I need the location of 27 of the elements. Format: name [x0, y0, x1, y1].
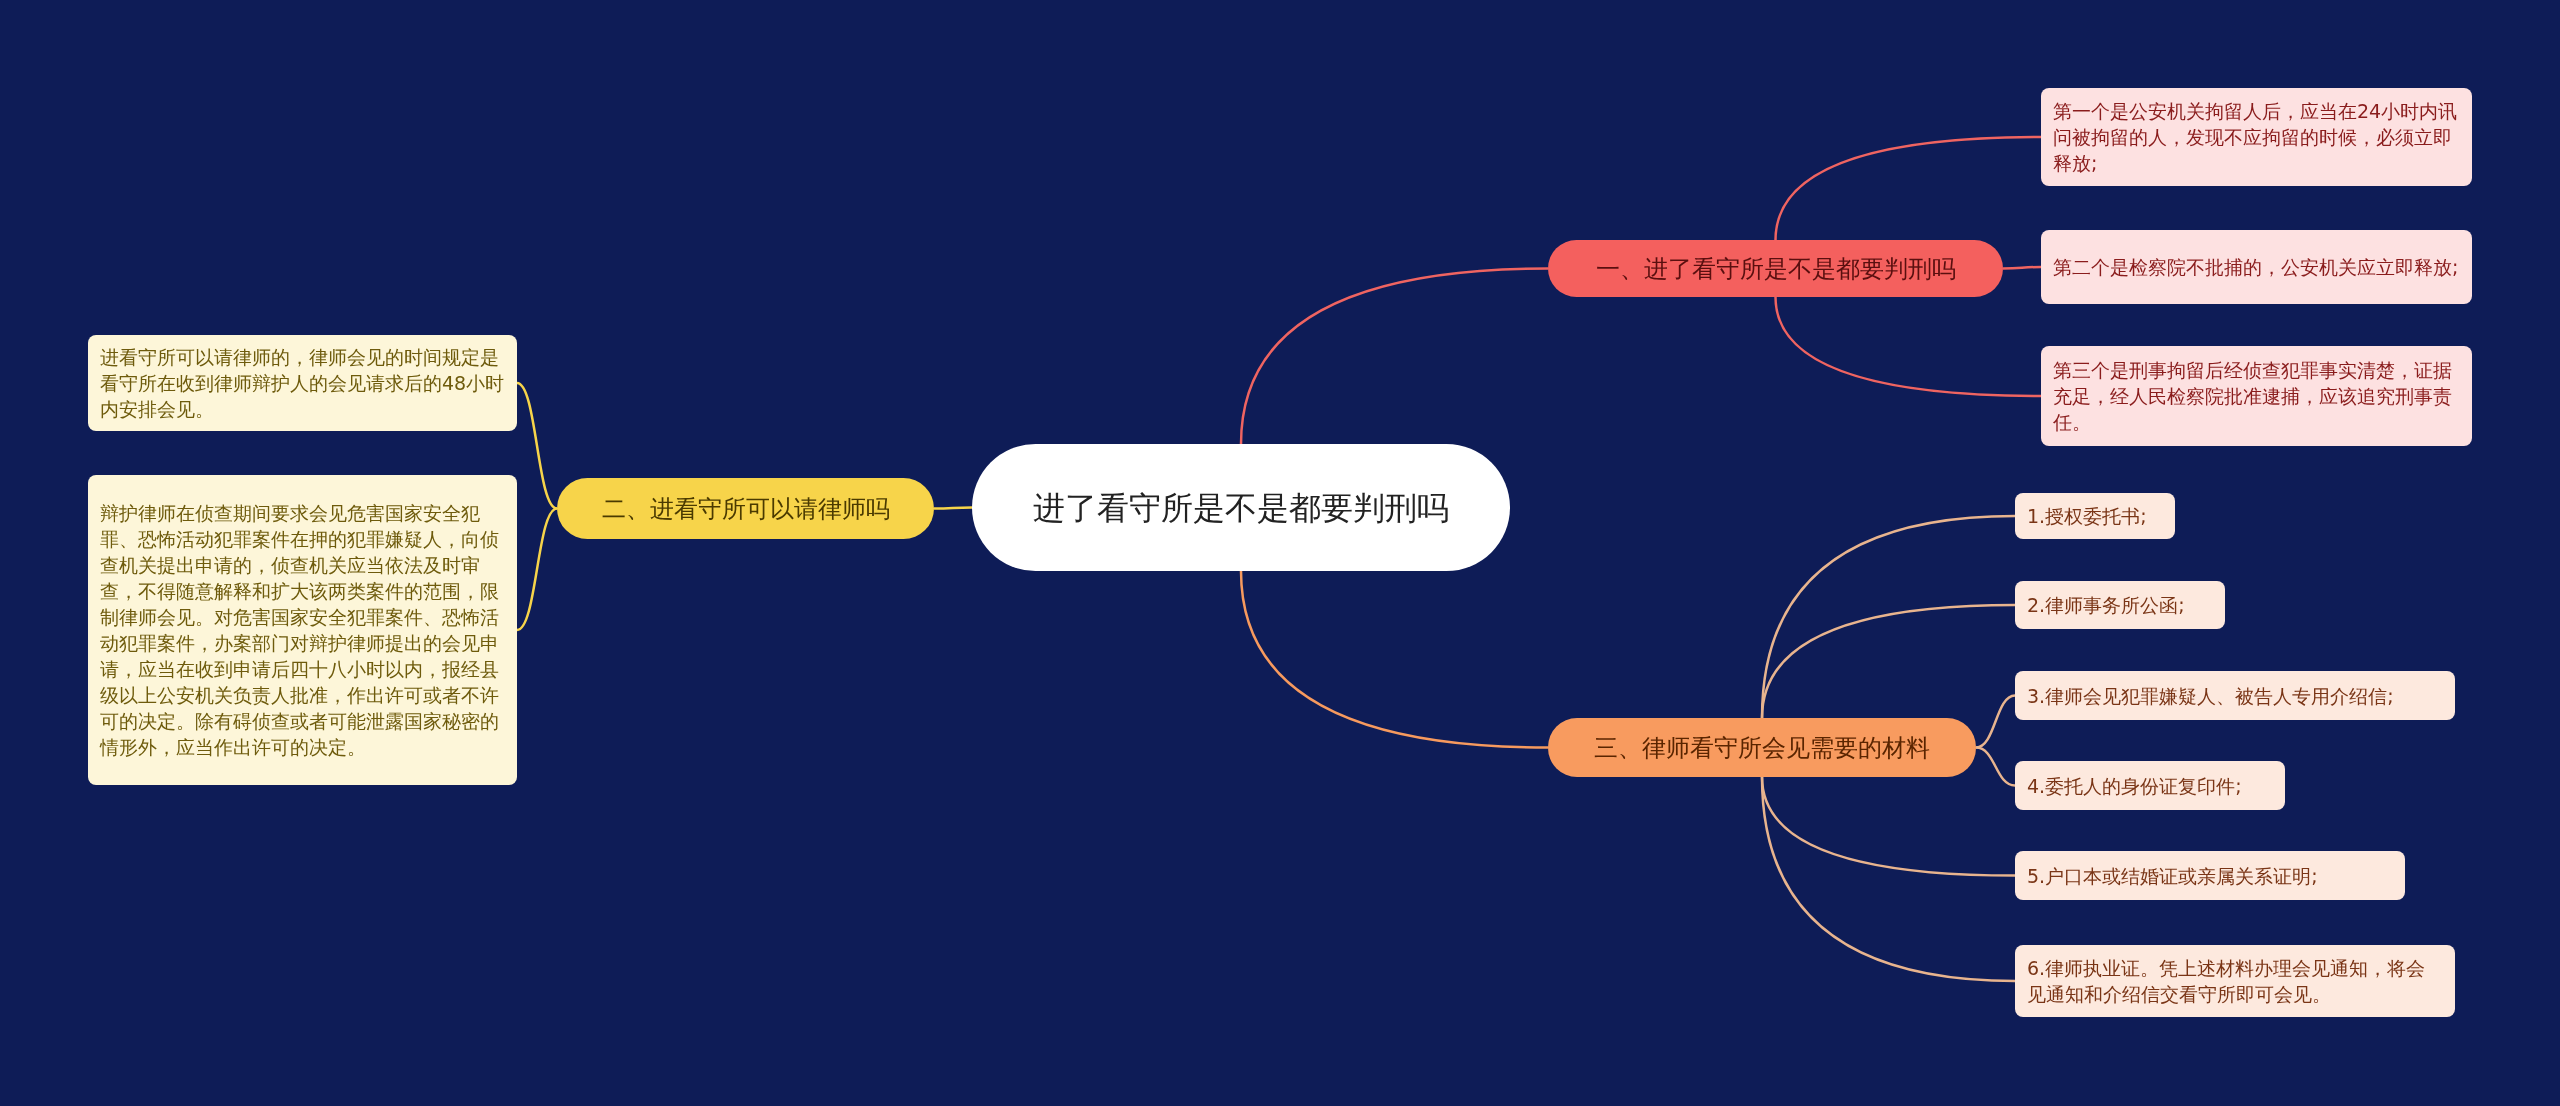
note-card: 3.律师会见犯罪嫌疑人、被告人专用介绍信;	[2015, 671, 2455, 720]
branch-topic: 一、进了看守所是不是都要判刑吗	[1548, 240, 2003, 297]
connector-line	[1760, 603, 2016, 719]
connector-line	[1239, 570, 1549, 749]
note-card: 辩护律师在侦查期间要求会见危害国家安全犯罪、恐怖活动犯罪案件在押的犯罪嫌疑人，向侦查机关提出申请的，侦查机关应当依法及时审查，不得随意解释和扩大该两类案件的范围，限制律师会见。对危害国家安全犯罪案件、恐怖活动犯罪案件，办案部门对辩护律师提出的会见申请，应当在收到申请后四十八小时以内，报经县级以上公安机关负责人批准，作出许可或者不许可的决定。除有碍侦查或者可能泄露国家秘密的情形外，应当作出许可的决定。	[88, 475, 517, 785]
connector-line	[1774, 135, 2042, 241]
connector-line	[1239, 267, 1549, 445]
connector-line	[934, 506, 972, 510]
note-card: 1.授权委托书;	[2015, 493, 2175, 539]
connector-line	[1774, 296, 2041, 398]
note-card: 2.律师事务所公函;	[2015, 581, 2225, 629]
note-card: 5.户口本或结婚证或亲属关系证明;	[2015, 851, 2405, 900]
connector-line	[516, 381, 558, 510]
branch-topic: 三、律师看守所会见需要的材料	[1548, 718, 1976, 777]
central-topic: 进了看守所是不是都要判刑吗	[972, 444, 1510, 571]
branch-topic: 二、进看守所可以请律师吗	[557, 478, 934, 539]
note-card: 第一个是公安机关拘留人后，应当在24小时内讯问被拘留的人，发现不应拘留的时候，必须立即释放;	[2041, 88, 2472, 186]
note-card: 第二个是检察院不批捕的，公安机关应立即释放;	[2041, 230, 2472, 304]
note-card: 6.律师执业证。凭上述材料办理会见通知，将会见通知和介绍信交看守所即可会见。	[2015, 945, 2455, 1017]
connector-line	[1975, 746, 2016, 787]
connector-line	[2003, 265, 2041, 270]
note-card: 4.委托人的身份证复印件;	[2015, 761, 2285, 810]
connector-line	[1760, 776, 2016, 983]
connector-line	[516, 507, 558, 632]
note-card: 第三个是刑事拘留后经侦查犯罪事实清楚，证据充足，经人民检察院批准逮捕，应该追究刑事责任。	[2041, 346, 2472, 446]
connector-line	[1975, 694, 2016, 749]
note-card: 进看守所可以请律师的，律师会见的时间规定是看守所在收到律师辩护人的会见请求后的48小时内安排会见。	[88, 335, 517, 431]
